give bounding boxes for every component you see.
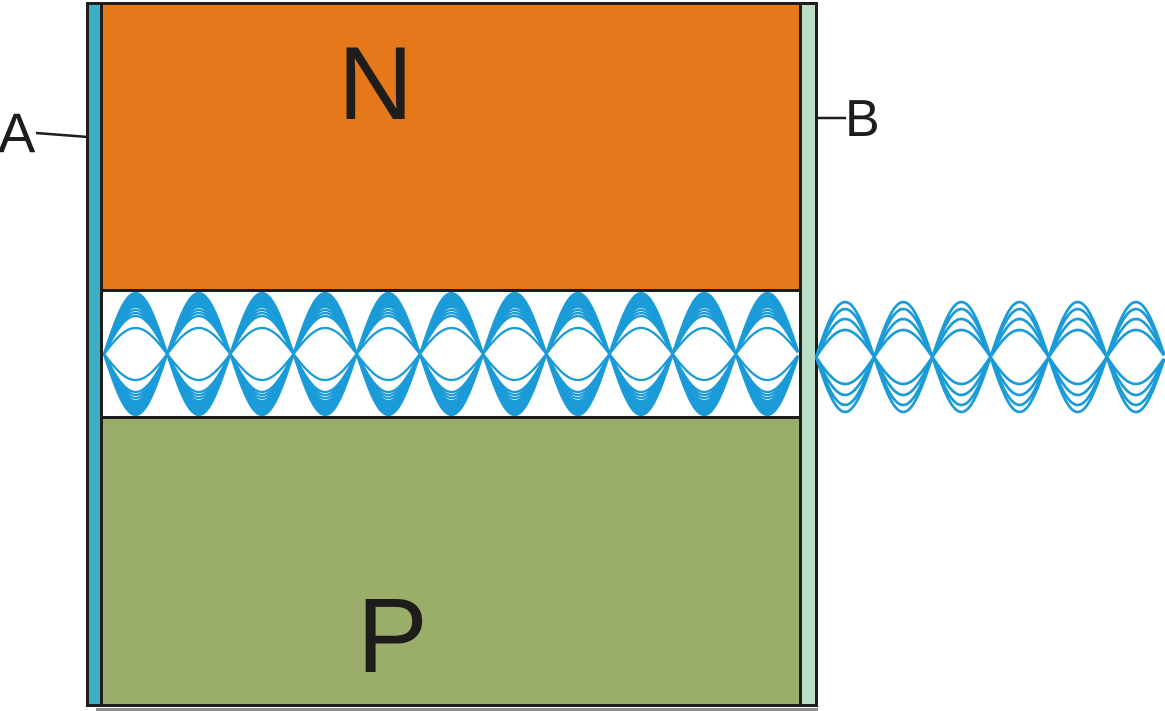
n-region: [103, 5, 799, 292]
p-region: [103, 416, 799, 704]
pointer-line-a: [35, 131, 89, 139]
p-region-label: P: [357, 577, 428, 695]
n-region-label: N: [338, 26, 414, 142]
mirror-a-label: A: [0, 101, 36, 164]
junction-active-region: [103, 292, 799, 416]
emitted-laser-waves: [814, 300, 1165, 414]
mirror-a-bar: [89, 5, 103, 704]
bottom-shadow-line: [96, 708, 818, 711]
laser-cavity-frame: [86, 2, 818, 707]
mirror-b-bar: [799, 5, 815, 704]
semiconductor-stack: [103, 5, 799, 704]
mirror-b-label: B: [845, 90, 880, 148]
